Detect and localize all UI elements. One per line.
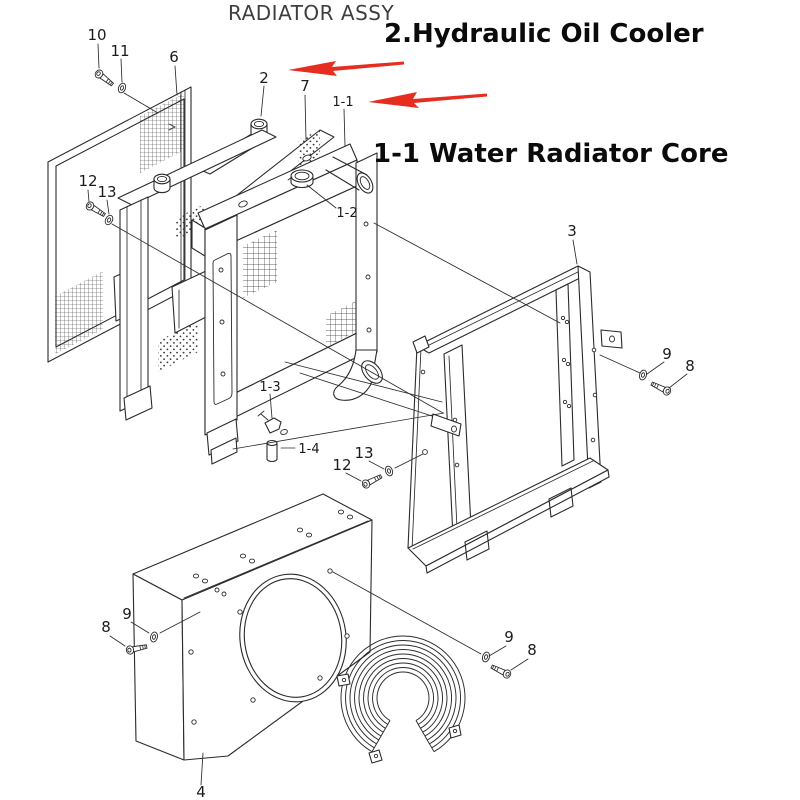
callout-12-mid: 12 [332,456,351,474]
radiator-core-annotation: 1-1 Water Radiator Core [373,139,728,169]
panel-mesh-lower [55,271,103,354]
callout-9-shroud: 9 [122,605,132,623]
callout-9-frame: 9 [662,345,672,363]
callout-12-left: 12 [78,172,97,190]
callout-1-1: 1-1 [332,95,353,110]
drain-cock [257,410,288,436]
callout-1-2: 1-2 [336,206,357,221]
part-4-fan-shroud [132,493,373,761]
panel-mesh-upper [140,93,184,173]
callout-labels: 10 11 6 2 7 1-1 12 13 1-2 3 9 8 1-3 1-4 … [78,26,694,800]
part-3-guard-frame [407,265,623,574]
red-arrow-radiator-core [368,92,487,108]
bolt-8-guard-icon [489,662,513,680]
callout-13-mid: 13 [354,444,373,462]
callout-10: 10 [87,26,106,44]
washer-11-icon [116,81,128,95]
callout-8-frame: 8 [685,357,695,375]
cooler-dot-patch-lower [158,321,198,372]
callout-8-guard: 8 [527,641,537,659]
callout-3: 3 [567,222,577,240]
oil-cooler-annotation: 2.Hydraulic Oil Cooler [384,19,704,49]
washer-9-frame-icon [637,368,649,382]
fan-opening [239,573,347,703]
cooler-filler-neck-front [153,173,171,194]
reference-lines [111,92,641,655]
callout-2: 2 [259,69,269,87]
callout-11: 11 [110,42,129,60]
callout-9-guard: 9 [504,628,514,646]
titles: RADIATOR ASSY 2.Hydraulic Oil Cooler 1-1… [228,1,728,169]
callout-1-3: 1-3 [259,380,280,395]
callout-13-left: 13 [97,183,116,201]
callout-leaders [87,43,688,786]
callout-8-shroud: 8 [101,618,111,636]
pointer-arrows [288,61,487,108]
bolt-10-icon [93,68,116,89]
part-2-hydraulic-oil-cooler [113,118,277,421]
fan-guard [336,635,466,764]
bolt-12-mid-icon [360,472,384,490]
drain-plug [266,439,278,463]
callout-4: 4 [196,783,206,800]
callout-1-4: 1-4 [298,442,319,457]
callout-6: 6 [169,48,179,66]
washer-9-guard-icon [480,650,492,664]
red-arrow-oil-cooler [288,61,404,76]
callout-7: 7 [300,77,310,95]
drawing-title: RADIATOR ASSY [228,1,394,25]
washer-13-mid-icon [383,464,395,478]
part-1-1-water-radiator-core [171,143,383,465]
core-mesh-upper [243,230,277,298]
core-mesh-lower [326,301,356,347]
